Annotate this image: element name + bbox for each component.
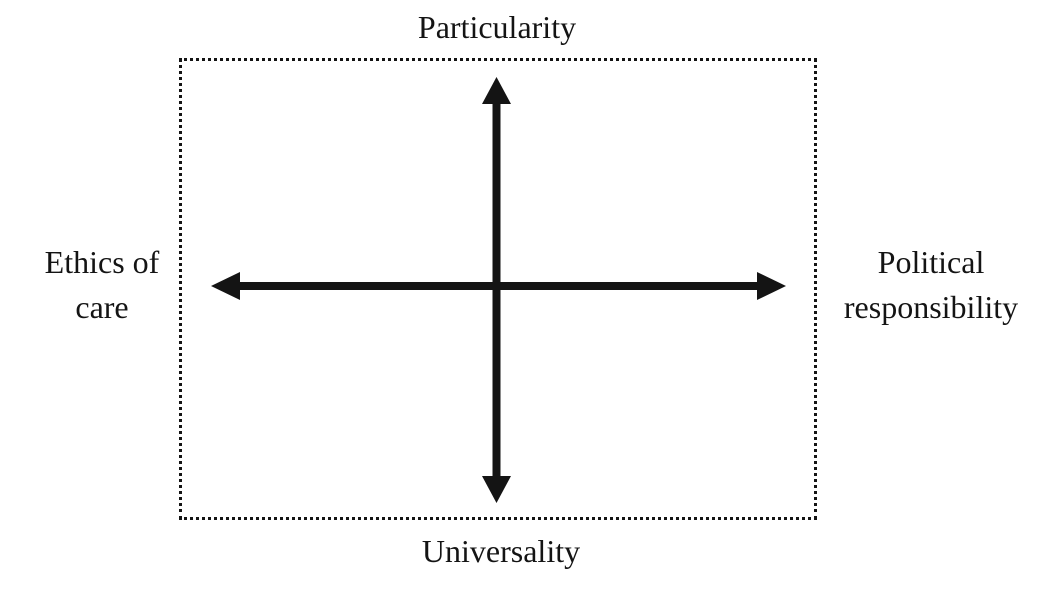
axis-label-right-line2: responsibility [843, 289, 1019, 326]
axis-label-right: Political responsibility [816, 240, 1046, 331]
left-arrowhead-icon [211, 272, 240, 300]
axis-label-left: Ethics of care [17, 240, 187, 331]
axis-label-right-line1: Political [877, 244, 985, 280]
down-arrowhead-icon [482, 476, 511, 503]
up-arrowhead-icon [482, 77, 511, 104]
axis-label-bottom: Universality [421, 533, 581, 569]
dotted-border [179, 58, 817, 520]
axis-label-left-line1: Ethics of [44, 244, 160, 280]
axis-label-left-line2: care [75, 289, 129, 326]
axis-label-top: Particularity [417, 9, 577, 45]
horizontal-axis-shaft [234, 282, 764, 290]
right-arrowhead-icon [757, 272, 786, 300]
